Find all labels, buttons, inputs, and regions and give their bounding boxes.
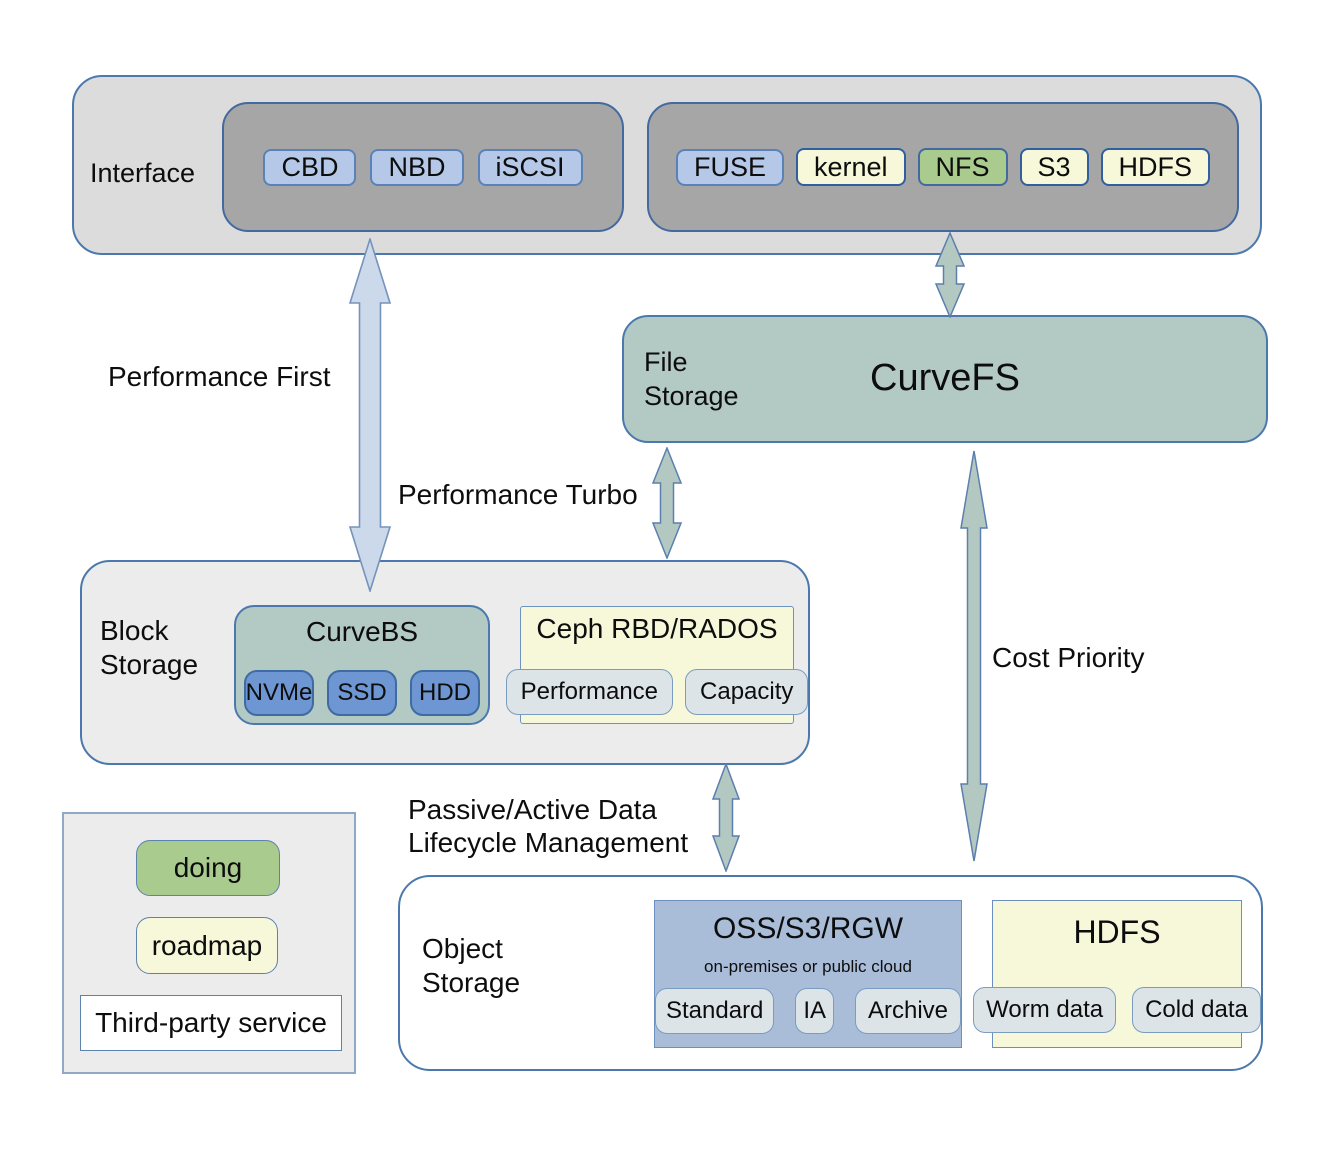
curvebs-chips: NVMe SSD HDD	[236, 670, 488, 716]
legend-third-party-chip: Third-party service	[80, 995, 342, 1051]
legend-box: doing roadmap Third-party service	[62, 812, 356, 1074]
curvebs-box: CurveBS NVMe SSD HDD	[234, 605, 490, 725]
hdfs-title: HDFS	[1073, 914, 1161, 950]
legend-doing-chip: doing	[136, 840, 280, 896]
file-interface-chips: FUSE kernel NFS S3 HDFS	[649, 104, 1237, 230]
curvebs-title: CurveBS	[305, 616, 419, 647]
chip-standard: Standard	[655, 988, 775, 1034]
lifecycle-arrow	[711, 763, 741, 872]
chip-ssd: SSD	[327, 670, 397, 716]
chip-capacity: Capacity	[685, 669, 809, 715]
chip-ia: IA	[795, 988, 834, 1034]
file-interface-box: FUSE kernel NFS S3 HDFS	[647, 102, 1239, 232]
oss-chips: Standard IA Archive	[655, 988, 961, 1034]
chip-performance: Performance	[505, 669, 674, 715]
chip-fuse: FUSE	[675, 148, 784, 186]
file-storage-label: File Storage	[644, 347, 739, 411]
performance-turbo-label: Performance Turbo	[398, 479, 638, 510]
performance-first-arrow	[348, 238, 392, 592]
ceph-title: Ceph RBD/RADOS	[536, 613, 778, 644]
cost-priority-label: Cost Priority	[992, 642, 1145, 673]
chip-nfs: NFS	[917, 148, 1008, 186]
curvefs-box: File Storage CurveFS	[622, 315, 1268, 443]
interface-group: Interface CBD NBD iSCSI FUSE kernel NFS …	[72, 75, 1262, 255]
ceph-box: Ceph RBD/RADOS Performance Capacity	[505, 606, 809, 724]
block-storage-panel: Block Storage CurveBS NVMe SSD HDD Ceph …	[80, 560, 810, 765]
curvefs-title: CurveFS	[870, 357, 1020, 400]
chip-hdfs-interface: HDFS	[1100, 148, 1211, 186]
interface-curvefs-arrow	[934, 232, 966, 318]
chip-cbd: CBD	[263, 148, 357, 186]
hdfs-box: HDFS Worm data Cold data	[973, 900, 1261, 1048]
chip-worm-data: Worm data	[973, 987, 1117, 1033]
performance-turbo-arrow	[651, 447, 683, 559]
chip-iscsi: iSCSI	[477, 148, 583, 186]
chip-nbd: NBD	[370, 148, 464, 186]
lifecycle-label: Passive/Active Data Lifecycle Management	[408, 794, 689, 858]
chip-nvme: NVMe	[244, 670, 314, 716]
legend-roadmap-chip: roadmap	[136, 917, 278, 974]
oss-subtitle: on-premises or public cloud	[704, 957, 912, 976]
block-storage-label: Block Storage	[100, 615, 199, 680]
block-interface-box: CBD NBD iSCSI	[222, 102, 624, 232]
chip-kernel: kernel	[795, 148, 906, 186]
cost-priority-arrow	[960, 450, 988, 862]
object-storage-label: Object Storage	[422, 933, 521, 998]
chip-s3: S3	[1019, 148, 1089, 186]
ceph-chips: Performance Capacity	[505, 669, 809, 715]
oss-box: OSS/S3/RGW on-premises or public cloud S…	[654, 900, 962, 1048]
block-interface-chips: CBD NBD iSCSI	[224, 104, 622, 230]
object-storage-panel: Object Storage OSS/S3/RGW on-premises or…	[398, 875, 1263, 1071]
interface-label: Interface	[90, 158, 196, 188]
hdfs-chips: Worm data Cold data	[973, 987, 1261, 1033]
chip-archive: Archive	[854, 988, 961, 1034]
chip-cold-data: Cold data	[1132, 987, 1261, 1033]
oss-title: OSS/S3/RGW	[712, 912, 904, 945]
chip-hdd: HDD	[410, 670, 480, 716]
performance-first-label: Performance First	[108, 361, 331, 392]
